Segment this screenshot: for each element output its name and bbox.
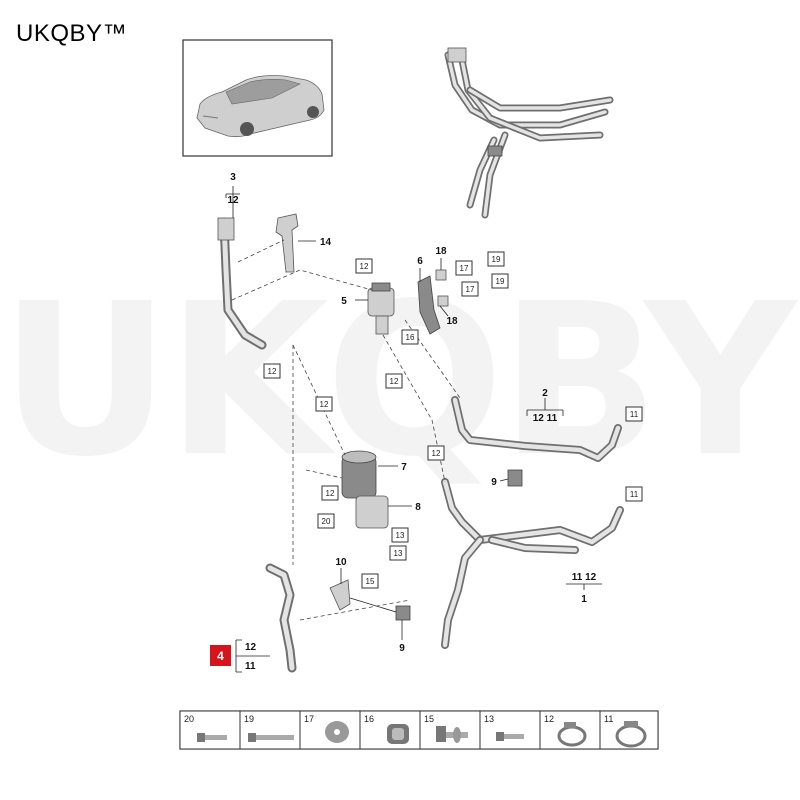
callout-3: 3 <box>230 172 236 183</box>
ref-box: 11 <box>625 486 643 502</box>
ref-boxes: 12 17 19 17 19 12 16 12 12 12 11 12 11 2… <box>263 251 643 589</box>
pump-7 <box>341 450 389 529</box>
legend-cell: 17 <box>299 710 361 750</box>
svg-text:12: 12 <box>544 714 554 724</box>
svg-text:17: 17 <box>304 714 314 724</box>
callout-2: 2 <box>542 388 548 399</box>
svg-text:16: 16 <box>364 714 374 724</box>
svg-text:20: 20 <box>322 517 331 526</box>
ref-box: 11 <box>625 406 643 422</box>
svg-text:13: 13 <box>394 549 403 558</box>
callout-6: 6 <box>417 256 423 267</box>
svg-text:16: 16 <box>406 333 415 342</box>
callout-7: 7 <box>401 462 407 473</box>
callout-3-ref: 12 <box>227 195 239 206</box>
fastener-legend: 20 19 17 16 <box>179 710 659 750</box>
callout-9a: 9 <box>491 477 497 488</box>
svg-text:17: 17 <box>466 285 475 294</box>
callout-5: 5 <box>341 296 347 307</box>
svg-text:13: 13 <box>396 531 405 540</box>
ref-box: 13 <box>389 545 407 561</box>
svg-text:12: 12 <box>432 449 441 458</box>
callout-numbers: 3 12 14 18 6 5 18 2 12 11 7 9 8 10 9 11 … <box>227 172 596 654</box>
svg-text:12: 12 <box>360 262 369 271</box>
grommet-icon <box>387 724 409 744</box>
legend-cell: 12 <box>539 710 601 750</box>
ref-box: 12 <box>263 363 281 379</box>
svg-text:12: 12 <box>268 367 277 376</box>
svg-text:15: 15 <box>424 714 434 724</box>
hose-assembly-top <box>444 47 614 219</box>
ref-box: 12 <box>321 485 339 501</box>
ref-box: 16 <box>401 329 419 345</box>
brand-logo: UKQBY™ <box>16 20 128 47</box>
svg-text:17: 17 <box>460 264 469 273</box>
bolt-long-icon <box>248 733 294 742</box>
ref-box: 12 <box>385 373 403 389</box>
ref-box: 12 <box>427 445 445 461</box>
ref-box: 15 <box>361 573 379 589</box>
svg-text:12: 12 <box>320 400 329 409</box>
callout-14: 14 <box>320 237 332 248</box>
ref-box: 17 <box>461 281 479 297</box>
bolt-washer-icon <box>436 726 468 743</box>
svg-text:19: 19 <box>244 714 254 724</box>
svg-text:11: 11 <box>630 410 639 419</box>
coolant-pipe-1 <box>441 478 624 649</box>
legend-cell: 13 <box>479 710 541 750</box>
ref-box: 12 <box>315 396 333 412</box>
sensor-10 <box>329 579 411 621</box>
svg-text:20: 20 <box>184 714 194 724</box>
callout-4: 4 <box>217 649 224 663</box>
callout-1: 1 <box>581 594 587 605</box>
callout-1-refs: 11 12 <box>572 572 597 583</box>
coolant-pipe-2 <box>451 396 622 487</box>
bracket-14 <box>275 213 299 273</box>
callout-9b: 9 <box>399 643 405 654</box>
svg-text:19: 19 <box>496 277 505 286</box>
ref-box: 12 <box>355 258 373 274</box>
callout-2-refs: 12 11 <box>533 413 558 424</box>
valve-5 <box>367 282 395 335</box>
ref-box: 17 <box>455 260 473 276</box>
ref-box: 20 <box>317 513 335 529</box>
callout-4-ref-top: 12 <box>245 642 257 653</box>
bolt-short-icon <box>197 733 227 742</box>
coolant-pipe-3 <box>217 217 267 350</box>
callout-8: 8 <box>415 502 421 513</box>
svg-text:11: 11 <box>604 714 613 724</box>
legend-cell: 16 <box>359 710 421 750</box>
ref-box: 19 <box>487 251 505 267</box>
ref-box: 19 <box>491 273 509 289</box>
coolant-pipe-4 <box>265 563 297 673</box>
svg-text:12: 12 <box>390 377 399 386</box>
hose-clamp-large-icon <box>615 721 647 748</box>
callout-10: 10 <box>335 557 347 568</box>
hose-clamp-small-icon <box>557 722 587 747</box>
vehicle-thumbnail <box>182 39 333 157</box>
callout-4-ref-bottom: 11 <box>245 661 256 672</box>
legend-cell: 19 <box>239 710 301 750</box>
legend-cell: 15 <box>419 710 481 750</box>
legend-cell: 11 <box>599 710 659 750</box>
callout-18b: 18 <box>446 316 458 327</box>
svg-text:12: 12 <box>326 489 335 498</box>
svg-text:11: 11 <box>630 490 639 499</box>
bracket-6 <box>417 269 449 335</box>
svg-text:13: 13 <box>484 714 494 724</box>
callout-18a: 18 <box>435 246 447 257</box>
legend-cell: 20 <box>179 710 241 750</box>
callout-4-highlight: 4 12 11 <box>210 642 257 672</box>
screw-icon <box>496 732 524 741</box>
ref-box: 13 <box>391 527 409 543</box>
svg-text:15: 15 <box>366 577 375 586</box>
svg-text:19: 19 <box>492 255 501 264</box>
washer-icon <box>325 721 349 743</box>
